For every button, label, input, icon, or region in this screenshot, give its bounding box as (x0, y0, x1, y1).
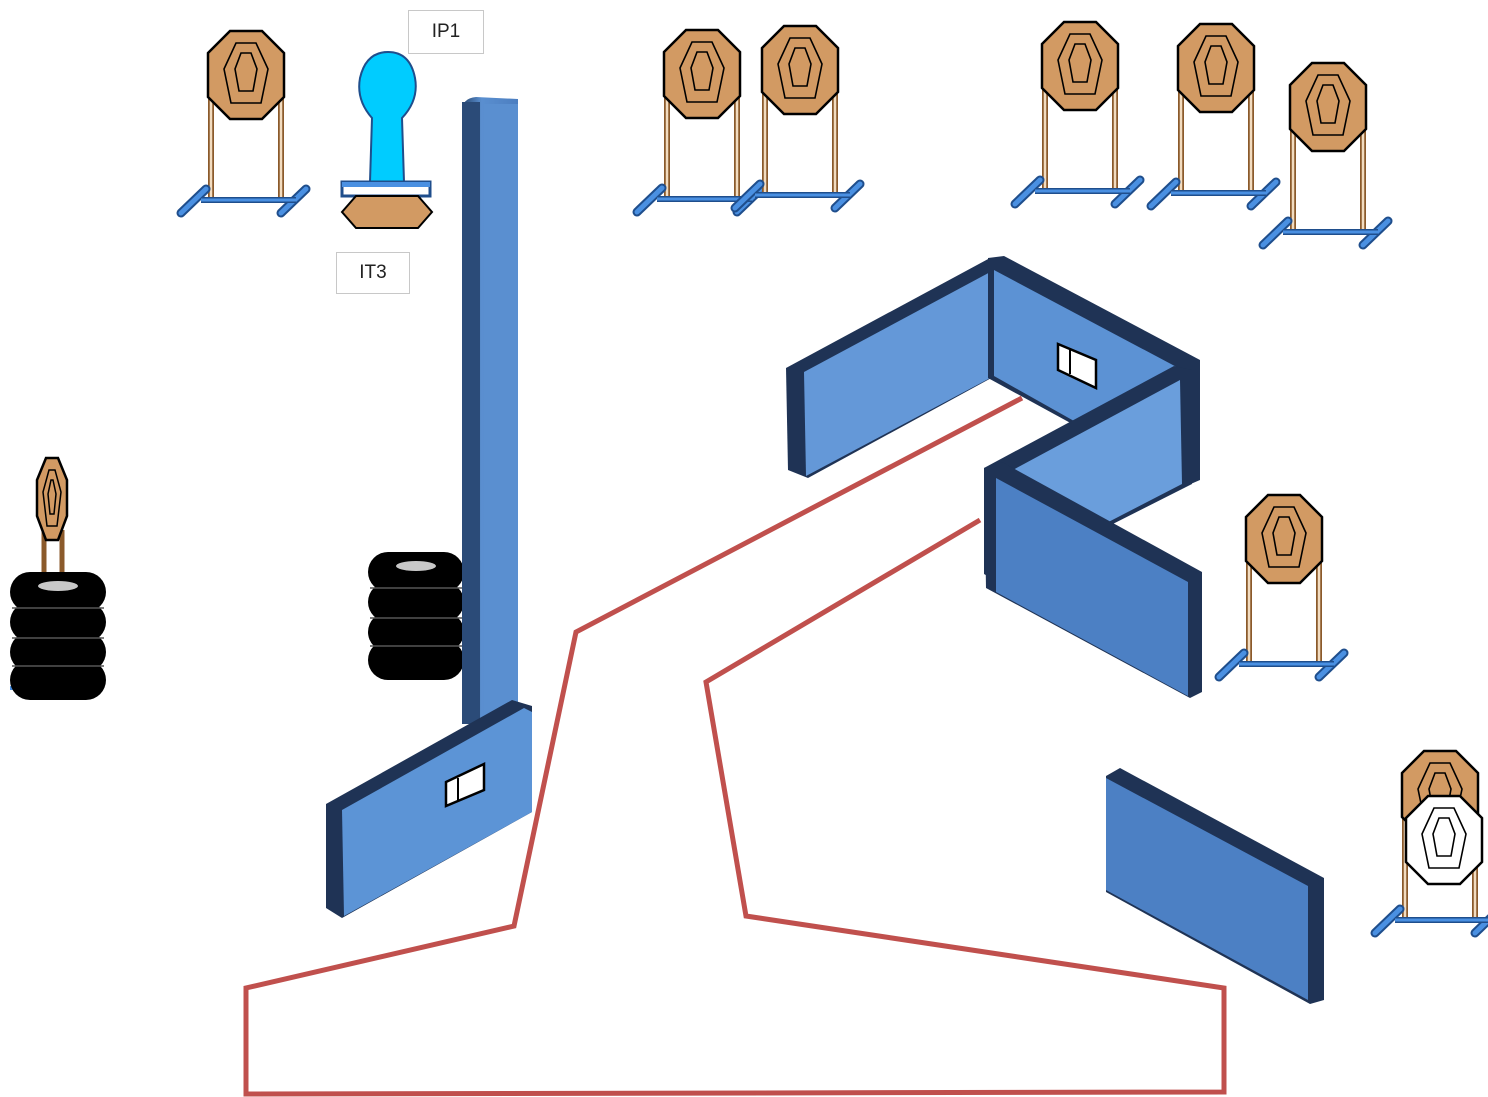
target-left-tires (9, 456, 107, 701)
port-window-icon (444, 762, 486, 808)
label-ip1: IP1 (408, 10, 484, 54)
tire-stack-icon (9, 571, 107, 701)
wall-long-vertical (462, 97, 518, 724)
shooting-area-fault-line (243, 395, 1227, 1097)
target-far-right-with-no-shoot (1375, 751, 1488, 933)
steel-octagon-target-icon (637, 30, 762, 212)
wall-upper-right-back-left (786, 258, 1006, 478)
wall-lower-right (1106, 768, 1324, 1004)
target-top-center-1 (637, 30, 762, 212)
target-top-left (181, 31, 306, 213)
popper-ip1 (340, 50, 434, 229)
wall-upper-right-front (984, 462, 1202, 698)
tire-stack-middle (367, 551, 465, 681)
steel-octagon-target-icon (181, 31, 306, 213)
target-top-center-2 (735, 26, 860, 208)
steel-octagon-target-icon (1263, 63, 1388, 245)
port-window-icon (1056, 342, 1098, 390)
label-it3: IT3 (336, 252, 410, 294)
wall-lower-left (326, 700, 532, 918)
steel-octagon-target-icon (1219, 495, 1344, 677)
tire-stack-icon (367, 551, 465, 681)
steel-octagon-target-icon (735, 26, 860, 208)
target-top-right-2 (1151, 24, 1276, 206)
target-right-middle (1219, 495, 1344, 677)
no-shoot-target-icon (1404, 794, 1484, 886)
target-top-right-1 (1015, 22, 1140, 204)
target-top-right-3 (1263, 63, 1388, 245)
steel-octagon-target-icon (1151, 24, 1276, 206)
steel-popper-icon (340, 50, 434, 229)
steel-octagon-target-icon (35, 456, 69, 542)
steel-octagon-target-icon (1015, 22, 1140, 204)
